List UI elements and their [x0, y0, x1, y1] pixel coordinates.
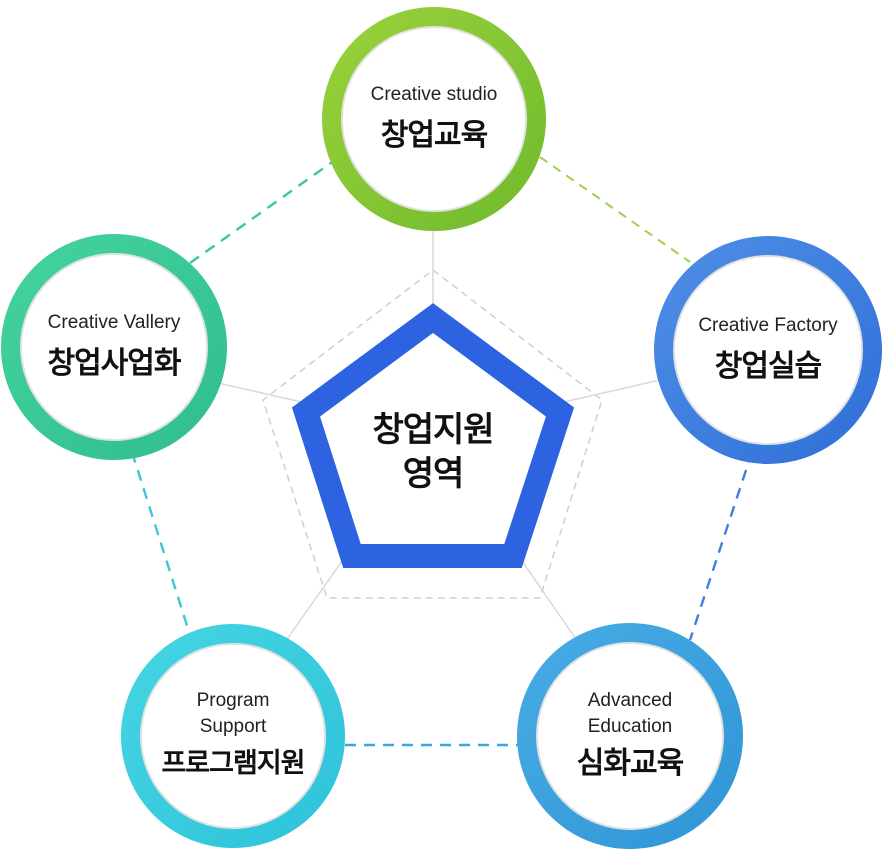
node-inner-top: Creative studio 창업교육: [341, 26, 527, 212]
outer-dashed-pentagon: [262, 269, 603, 599]
node-creative-factory: Creative Factory 창업실습: [654, 236, 882, 464]
center-label: 창업지원 영역: [333, 408, 533, 496]
node-inner-right: Creative Factory 창업실습: [673, 255, 863, 445]
node-ko-label: 창업교육: [380, 118, 488, 153]
node-en-label: Creative Factory: [698, 315, 838, 336]
node-en-label: Program Support: [196, 690, 270, 737]
node-ko-label: 창업사업화: [47, 346, 182, 381]
node-en-label: Advanced Education: [587, 690, 673, 737]
node-advanced-education: Advanced Education 심화교육: [517, 623, 743, 849]
connector-top-right: [539, 156, 691, 263]
connector-left-bottom-left: [130, 451, 192, 636]
node-program-support: Program Support 프로그램지원: [121, 624, 345, 848]
connector-right-bottom-right: [688, 451, 754, 641]
node-ko-label: 심화교육: [576, 746, 684, 781]
center-label-line2: 영역: [402, 454, 465, 494]
node-inner-bottom-left: Program Support 프로그램지원: [140, 643, 326, 829]
node-ko-label: 창업실습: [714, 349, 822, 384]
node-en-label: Creative studio: [370, 84, 498, 105]
node-inner-bottom-right: Advanced Education 심화교육: [536, 642, 724, 830]
center-pentagon: [291, 303, 575, 568]
connector-left-top: [189, 159, 336, 264]
node-en-label: Creative Vallery: [47, 312, 181, 333]
node-ko-label: 프로그램지원: [161, 748, 305, 779]
node-inner-left: Creative Vallery 창업사업화: [20, 253, 208, 441]
node-creative-studio: Creative studio 창업교육: [322, 7, 546, 231]
node-creative-vallery: Creative Vallery 창업사업화: [1, 234, 227, 460]
center-label-line1: 창업지원: [372, 410, 494, 450]
